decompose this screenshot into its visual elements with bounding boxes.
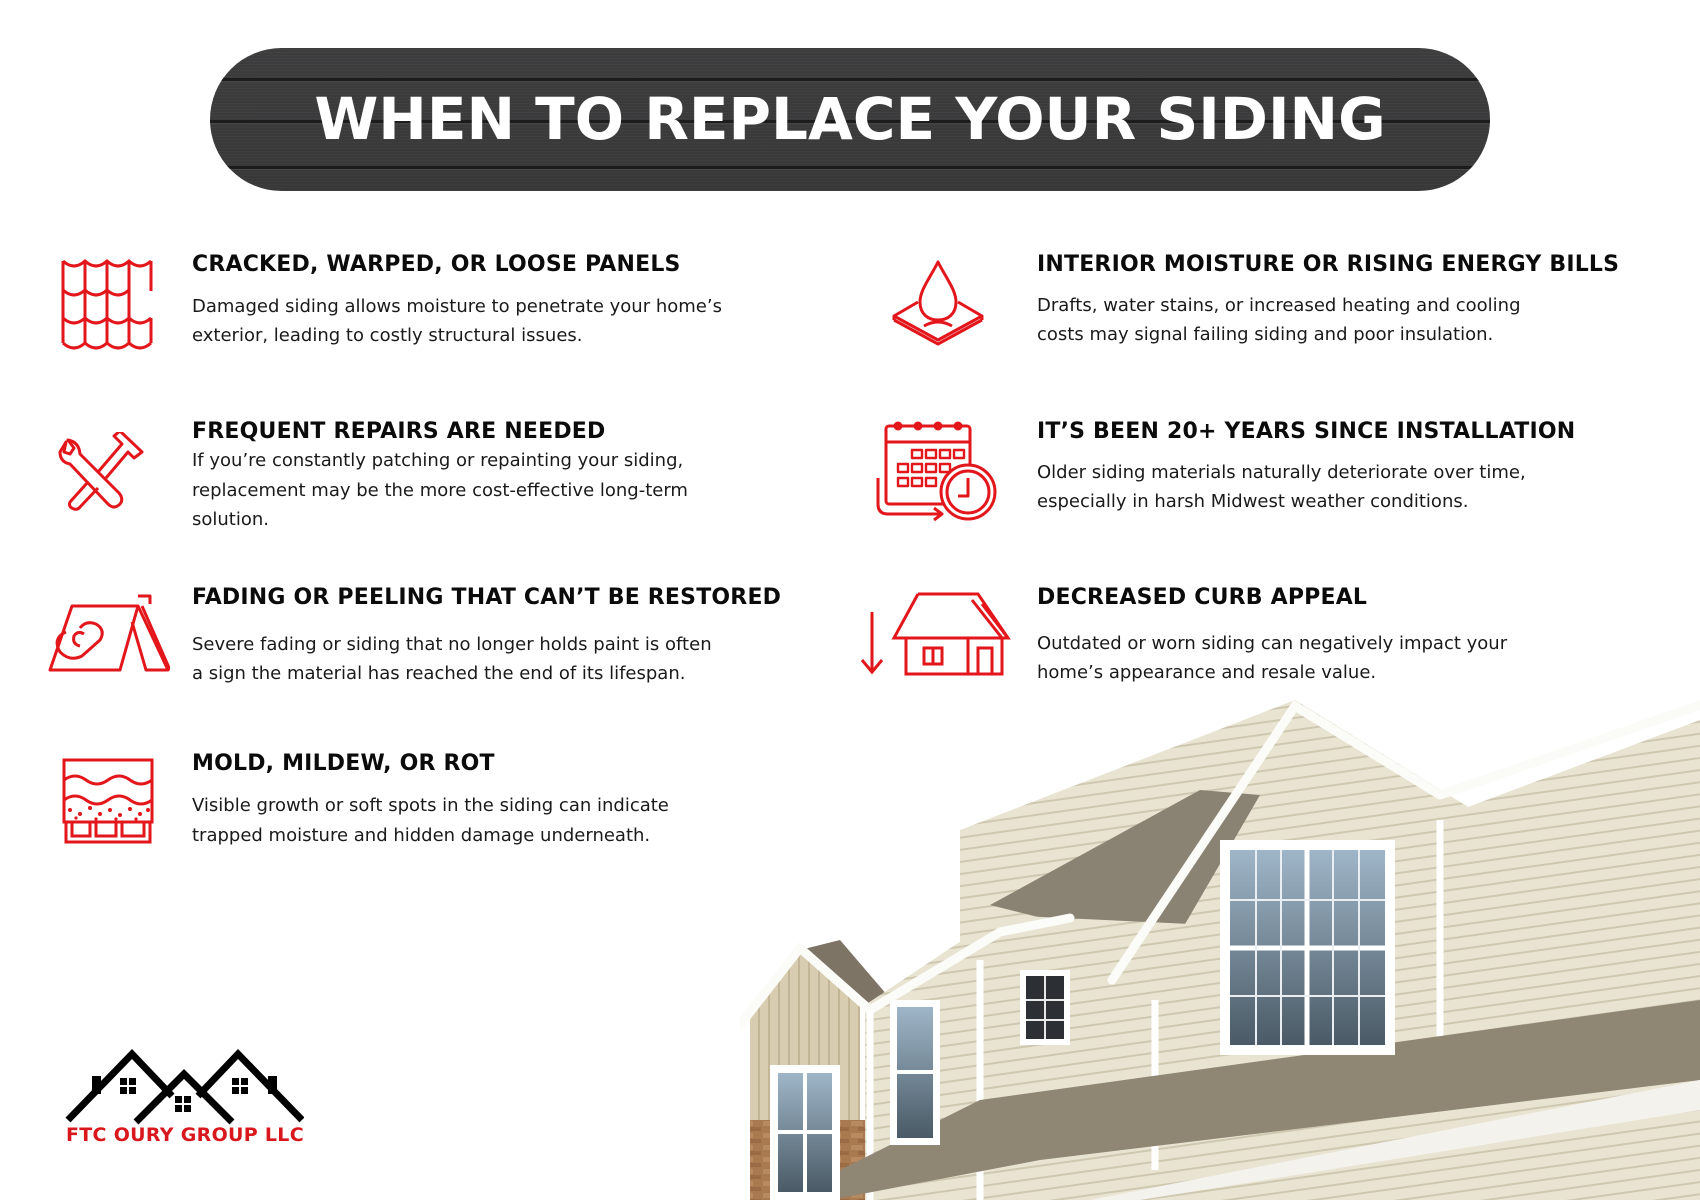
item-text-line: a sign the material has reached the end … bbox=[192, 663, 686, 684]
house-down-arrow-icon bbox=[860, 592, 1011, 676]
plank-line bbox=[210, 166, 1490, 169]
item-heading: FADING OR PEELING THAT CAN’T BE RESTORED bbox=[192, 585, 782, 610]
plank-line bbox=[210, 120, 1490, 123]
wrench-hammer-icon bbox=[58, 432, 144, 511]
item-text-line: home’s appearance and resale value. bbox=[1037, 662, 1377, 683]
item-text-line: Damaged siding allows moisture to penetr… bbox=[192, 296, 722, 317]
calendar-clock-icon bbox=[876, 421, 997, 522]
item-text-line: exterior, leading to costly structural i… bbox=[192, 325, 583, 346]
water-drop-layers-icon bbox=[892, 260, 984, 346]
title-banner: WHEN TO REPLACE YOUR SIDING bbox=[210, 48, 1490, 191]
item-heading: IT’S BEEN 20+ YEARS SINCE INSTALLATION bbox=[1037, 419, 1576, 444]
item-text-line: Severe fading or siding that no longer h… bbox=[192, 634, 712, 655]
item-text-line: costs may signal failing siding and poor… bbox=[1037, 324, 1494, 345]
item-text-line: Older siding materials naturally deterio… bbox=[1037, 462, 1526, 483]
mold-wall-icon bbox=[62, 758, 154, 844]
item-text-line: especially in harsh Midwest weather cond… bbox=[1037, 491, 1469, 512]
item-text-line: If you’re constantly patching or repaint… bbox=[192, 450, 684, 471]
item-heading: CRACKED, WARPED, OR LOOSE PANELS bbox=[192, 252, 681, 277]
company-name: FTC OURY GROUP LLC bbox=[66, 1124, 304, 1146]
item-text-line: Outdated or worn siding can negatively i… bbox=[1037, 633, 1508, 654]
item-text-line: Drafts, water stains, or increased heati… bbox=[1037, 295, 1521, 316]
item-heading: FREQUENT REPAIRS ARE NEEDED bbox=[192, 419, 606, 444]
item-text-line: trapped moisture and hidden damage under… bbox=[192, 825, 651, 846]
item-text-line: replacement may be the more cost-effecti… bbox=[192, 480, 688, 501]
item-text-line: solution. bbox=[192, 509, 270, 530]
page-title: WHEN TO REPLACE YOUR SIDING bbox=[314, 85, 1386, 153]
peeling-roll-icon bbox=[48, 594, 170, 672]
item-heading: INTERIOR MOISTURE OR RISING ENERGY BILLS bbox=[1037, 252, 1620, 277]
house-photo bbox=[740, 700, 1700, 1200]
siding-tiles-icon bbox=[61, 258, 153, 350]
item-heading: DECREASED CURB APPEAL bbox=[1037, 585, 1368, 610]
item-text-line: Visible growth or soft spots in the sidi… bbox=[192, 795, 669, 816]
three-roofs-logo-icon bbox=[65, 1048, 304, 1125]
plank-line bbox=[210, 78, 1490, 81]
item-heading: MOLD, MILDEW, OR ROT bbox=[192, 751, 495, 776]
company-logo: FTC OURY GROUP LLC bbox=[60, 1040, 310, 1155]
